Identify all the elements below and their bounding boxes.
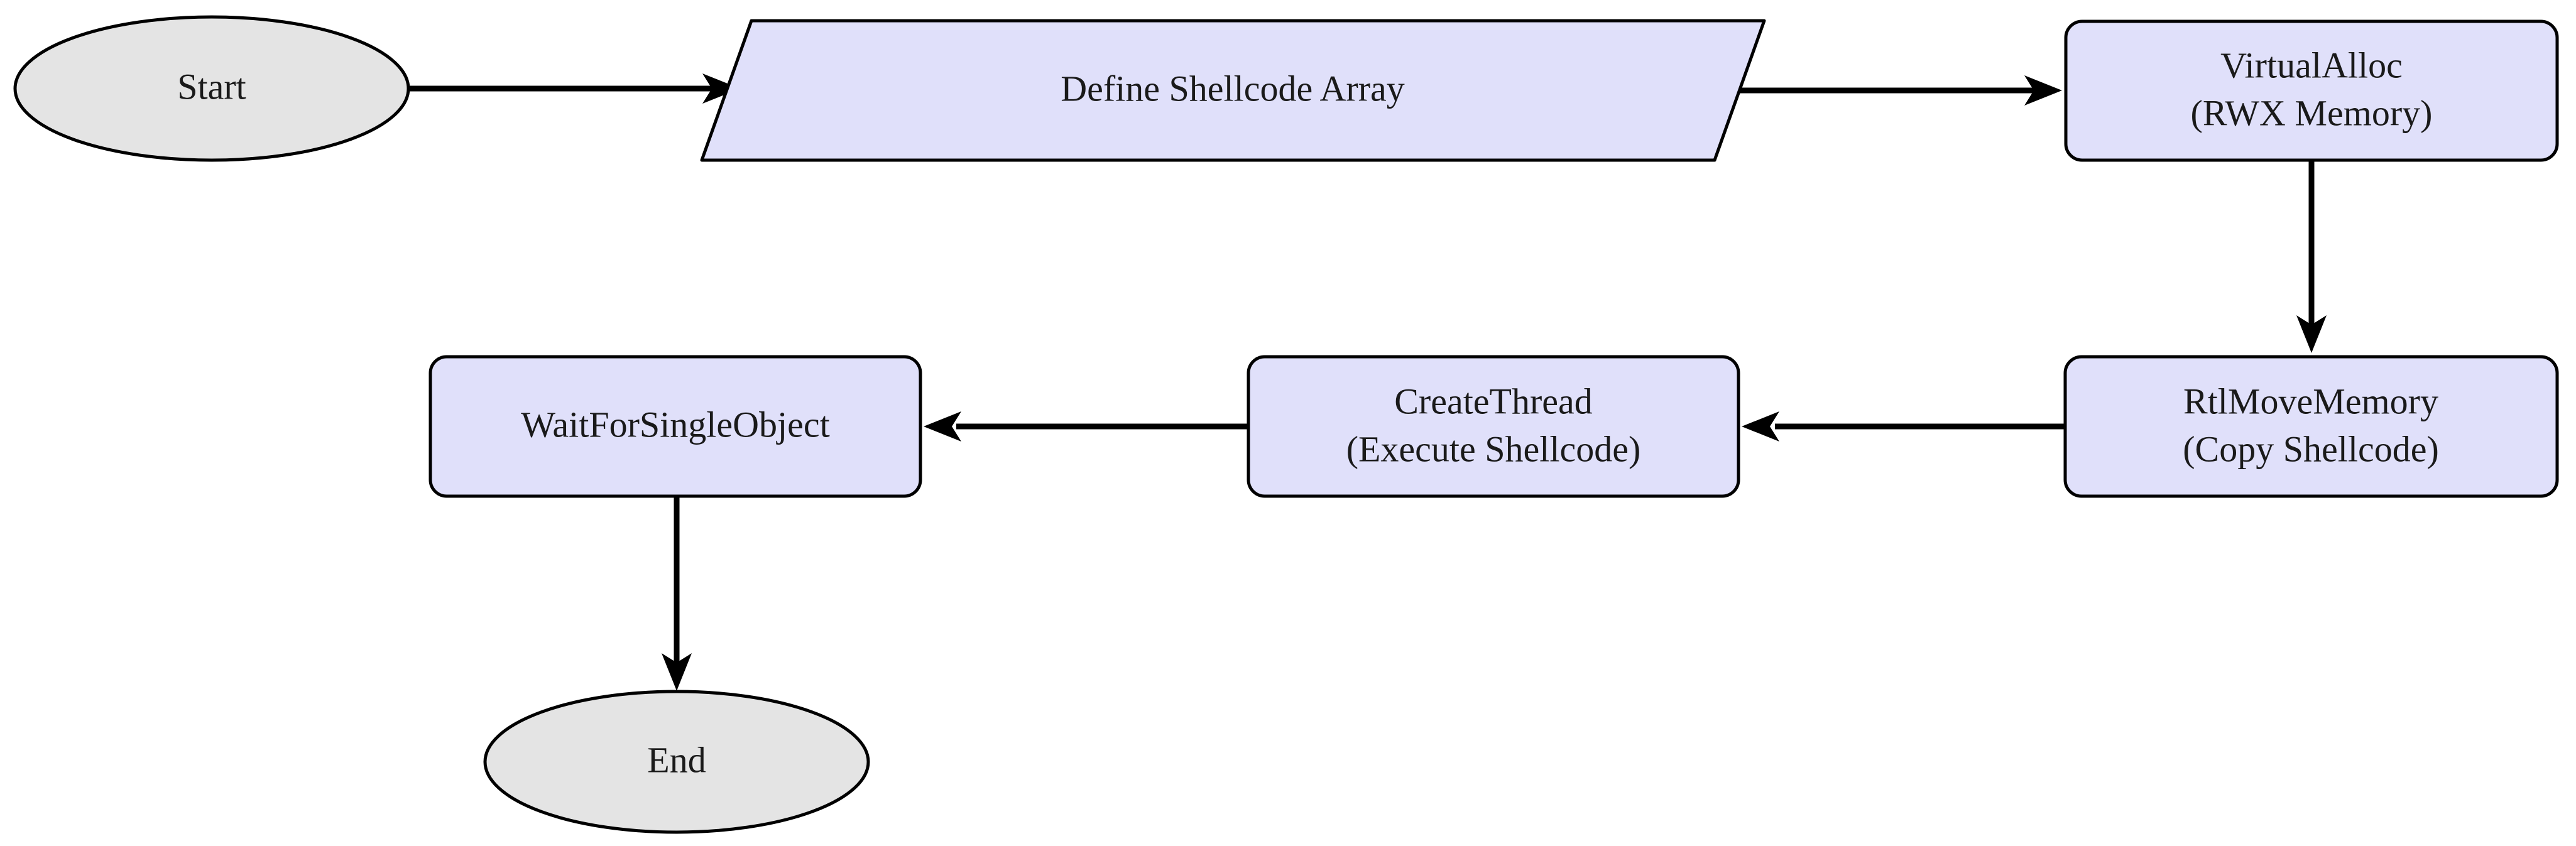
waitforsingleobject-box[interactable] [428, 355, 922, 498]
edge-define-to-virtualalloc [1739, 75, 2062, 106]
virtualalloc-box[interactable] [2064, 19, 2559, 162]
node-virtualalloc-label-line2: (RWX Memory) [2191, 92, 2433, 133]
edge-virtualalloc-to-rtlmovememory [2296, 161, 2327, 353]
arrowhead-icon [924, 411, 961, 442]
node-virtualalloc[interactable]: VirtualAlloc (RWX Memory) [2064, 19, 2559, 162]
node-virtualalloc-label-line1: VirtualAlloc [2220, 45, 2403, 85]
start-ellipse[interactable] [13, 15, 410, 162]
edge-createthread-to-waitforsingleobject [924, 411, 1247, 442]
arrowhead-icon [702, 73, 740, 104]
node-start-label: Start [177, 66, 246, 107]
edge-start-to-define [408, 73, 740, 104]
node-createthread[interactable]: CreateThread (Execute Shellcode) [1247, 355, 1740, 498]
node-waitforsingleobject-label: WaitForSingleObject [521, 404, 829, 445]
node-end-label: End [647, 739, 706, 780]
node-waitforsingleobject[interactable]: WaitForSingleObject [428, 355, 922, 498]
createthread-box[interactable] [1247, 355, 1740, 498]
node-createthread-label-line2: (Execute Shellcode) [1346, 428, 1641, 469]
rtlmovememory-box[interactable] [2063, 355, 2559, 498]
define-shellcode-array-parallelogram[interactable] [700, 19, 1766, 162]
node-rtlmovememory-label-line2: (Copy Shellcode) [2183, 428, 2439, 469]
node-rtlmovememory-label-line1: RtlMoveMemory [2183, 381, 2438, 421]
node-end[interactable]: End [483, 690, 870, 834]
arrowhead-icon [2024, 75, 2062, 106]
arrowhead-icon [1742, 411, 1779, 442]
edge-rtlmovememory-to-createthread [1742, 411, 2064, 442]
node-define-shellcode-array[interactable]: Define Shellcode Array [700, 19, 1766, 162]
node-define-shellcode-array-label: Define Shellcode Array [1061, 68, 1405, 109]
edge-waitforsingleobject-to-end [662, 497, 692, 691]
arrowhead-icon [2296, 315, 2327, 353]
node-start[interactable]: Start [13, 15, 410, 162]
arrowhead-icon [662, 653, 692, 691]
node-rtlmovememory[interactable]: RtlMoveMemory (Copy Shellcode) [2063, 355, 2559, 498]
end-ellipse[interactable] [483, 690, 870, 834]
node-createthread-label-line1: CreateThread [1394, 381, 1593, 421]
